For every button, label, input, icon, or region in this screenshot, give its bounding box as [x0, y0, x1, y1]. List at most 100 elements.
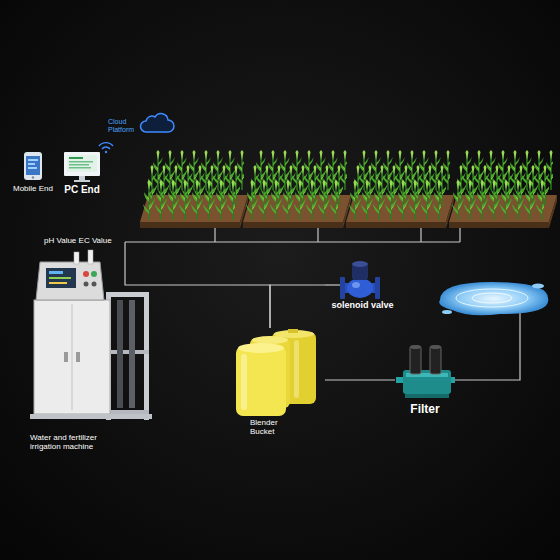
- icon-area: [58, 150, 106, 184]
- irrigation-machine: [117, 300, 123, 408]
- device-label: PC End: [58, 184, 106, 196]
- irrigation-machine: [106, 292, 149, 297]
- mobile-phone-icon: [24, 152, 42, 180]
- irrigation-machine: [106, 410, 149, 414]
- icon-area: [395, 343, 455, 403]
- pc-monitor-icon: [64, 152, 100, 176]
- irrigation-machine: [36, 262, 104, 300]
- blender-bucket-node: Blender Bucket: [225, 328, 325, 436]
- blender-bucket-illustration: [241, 354, 247, 410]
- water-pond: [456, 289, 528, 307]
- icon-area: [30, 245, 150, 433]
- pc-monitor-icon: [67, 155, 97, 172]
- filter-node: Filter: [395, 343, 455, 417]
- pc-monitor-icon: [79, 176, 85, 180]
- wifi-icon: [99, 143, 113, 154]
- blender-bucket-illustration: [294, 340, 299, 398]
- irrigation-machine: [64, 352, 68, 362]
- irrigation-machine: [144, 292, 149, 420]
- filter-illustration: [430, 345, 441, 349]
- pc-monitor-icon: [74, 180, 90, 182]
- pc-monitor-icon: [69, 157, 83, 159]
- irrigation-machine: [129, 300, 135, 408]
- pc-monitor-icon: [69, 161, 93, 163]
- cloud-icon: [141, 114, 175, 132]
- water-pond: [439, 282, 548, 315]
- pc-monitor-icon: [64, 152, 100, 182]
- water-pond: [472, 293, 512, 303]
- crop-fields: [449, 150, 557, 228]
- water-pond: [532, 284, 544, 289]
- crop-fields: [140, 150, 248, 228]
- irrigation-machine: [106, 350, 149, 354]
- sensor-label: pH Value EC Value: [44, 236, 150, 245]
- pipe-network: [214, 228, 215, 242]
- solenoid-valve-illustration: [347, 278, 373, 298]
- icon-area: [225, 328, 325, 418]
- mobile-end-node: Mobile End: [8, 150, 58, 193]
- cloud-icon: [141, 114, 175, 132]
- crop-fields: [140, 150, 557, 228]
- cloud-label: Cloud Platform: [108, 118, 144, 134]
- pipe-network: [325, 284, 342, 285]
- pipe-network: [459, 228, 460, 242]
- cloud-platform-node: Cloud Platform: [108, 118, 144, 134]
- mobile-phone-icon: [28, 159, 38, 161]
- mobile-phone-icon: [24, 152, 42, 180]
- irrigation-machine: [91, 271, 97, 277]
- irrigation-machine: [30, 250, 152, 420]
- component-label: Blender Bucket: [250, 418, 292, 436]
- crop-fields: [243, 150, 351, 228]
- pipe-network: [420, 228, 421, 242]
- filter-illustration: [405, 394, 449, 398]
- irrigation-machine: [46, 268, 76, 288]
- water-pond: [439, 282, 548, 315]
- irrigation-machine: [72, 304, 73, 410]
- solenoid-valve-node: solenoid valve: [325, 258, 400, 310]
- mobile-phone-icon: [32, 176, 34, 178]
- filter-illustration: [396, 345, 455, 398]
- irrigation-machine: [83, 271, 89, 277]
- solenoid-valve-illustration: [340, 261, 380, 299]
- irrigation-machine: [49, 277, 71, 279]
- icon-area: [8, 150, 58, 184]
- blender-bucket-illustration: [288, 329, 298, 333]
- pc-monitor-icon: [69, 164, 89, 166]
- irrigation-machine: [74, 252, 79, 264]
- wifi-icon: [102, 147, 110, 149]
- wifi-icon: [105, 151, 107, 153]
- pc-end-node: PC End: [58, 150, 106, 196]
- filter-illustration: [410, 345, 421, 349]
- blender-bucket-illustration: [252, 336, 288, 344]
- solenoid-valve-illustration: [340, 277, 345, 299]
- pipe-network: [451, 312, 520, 380]
- irrigation-machine: [49, 271, 63, 274]
- irrigation-machine: [76, 352, 80, 362]
- mobile-phone-icon: [28, 163, 35, 165]
- filter-illustration: [410, 346, 421, 374]
- pipe-connector: [325, 379, 395, 380]
- filter-illustration: [430, 346, 441, 374]
- icon-area: [325, 258, 400, 300]
- crop-fields: [346, 150, 454, 228]
- machine-label: Water and fertilizer irrigation machine: [30, 433, 125, 451]
- irrigation-machine-node: pH Value EC ValueWater and fertilizer ir…: [30, 236, 150, 452]
- irrigation-machine: [84, 282, 89, 287]
- irrigation-machine: [30, 414, 152, 419]
- blender-bucket-illustration: [236, 346, 286, 416]
- pipe-network: [125, 242, 150, 285]
- irrigation-machine: [92, 282, 97, 287]
- component-label: Filter: [395, 403, 455, 417]
- pipe-connector: [270, 285, 325, 328]
- water-pond: [442, 310, 452, 314]
- irrigation-machine: [88, 250, 93, 264]
- blender-bucket-illustration: [238, 343, 284, 353]
- solenoid-valve-illustration: [352, 282, 360, 288]
- solenoid-valve-illustration: [375, 277, 380, 299]
- solenoid-valve-illustration: [352, 261, 368, 267]
- irrigation-machine: [34, 300, 110, 414]
- mobile-phone-icon: [26, 156, 40, 175]
